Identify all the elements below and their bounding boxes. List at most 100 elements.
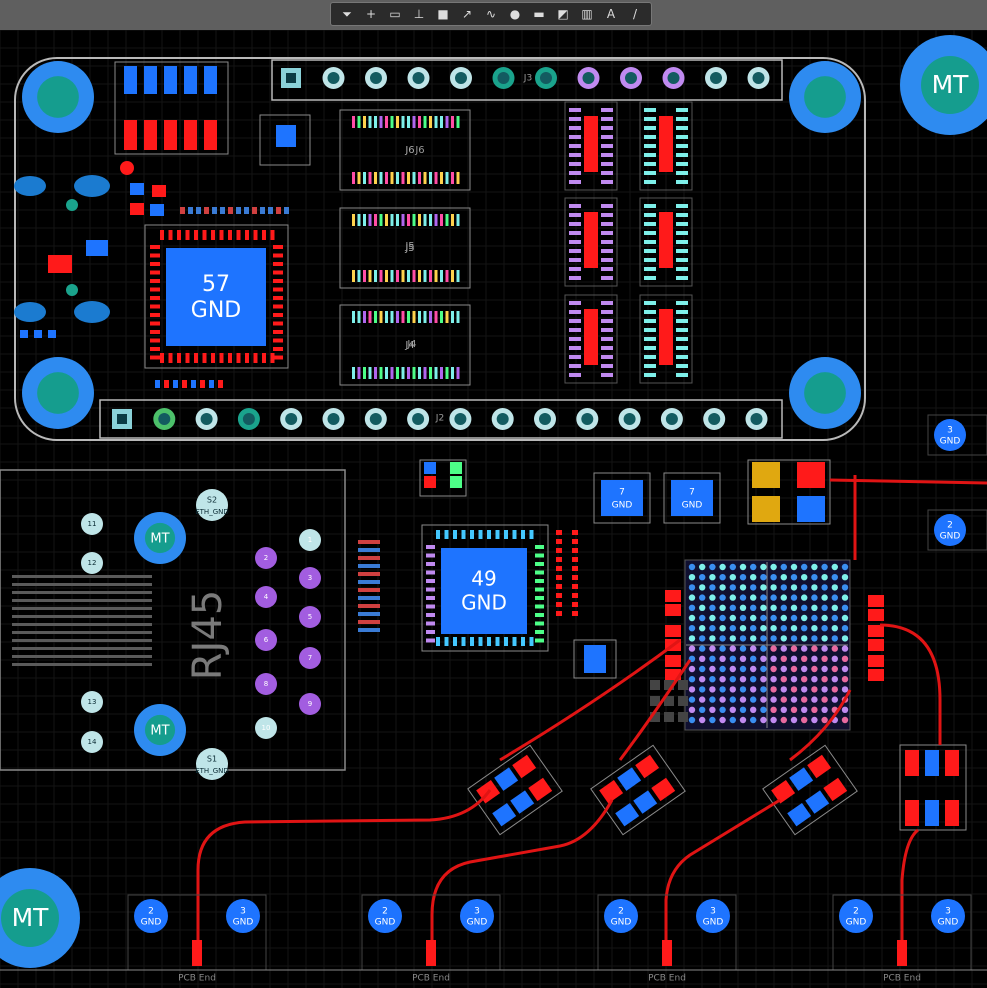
- rj45-pin-pad[interactable]: [299, 606, 321, 628]
- passive-pad[interactable]: [556, 566, 562, 571]
- passive-pad[interactable]: [218, 380, 223, 388]
- chip-u2-pin[interactable]: [535, 621, 544, 626]
- via-pad[interactable]: [678, 680, 688, 690]
- bottom-gnd-pad-b-num[interactable]: 3: [945, 907, 951, 917]
- polygon-icon[interactable]: ▬: [533, 7, 545, 21]
- connector-pin[interactable]: [445, 172, 449, 184]
- connector-pin[interactable]: [451, 367, 454, 379]
- connector-label[interactable]: J6: [404, 145, 414, 156]
- chip-u2-pin[interactable]: [535, 638, 544, 643]
- connector-pin[interactable]: [363, 367, 366, 379]
- usb-shield-pad[interactable]: [74, 301, 110, 323]
- passive-pad[interactable]: [572, 548, 578, 553]
- component-soic[interactable]: [564, 101, 618, 191]
- mt-hole-corner-bl-label[interactable]: MT: [12, 903, 50, 932]
- via[interactable]: [66, 199, 78, 211]
- small-pad[interactable]: [150, 204, 164, 216]
- connector-pin[interactable]: [434, 367, 438, 379]
- rj45-pin-pad-num[interactable]: 2: [264, 554, 268, 562]
- chip-u2-pin[interactable]: [512, 530, 517, 539]
- connector-pin[interactable]: [352, 214, 355, 226]
- bottom-gnd-pad-a-net[interactable]: GND: [611, 918, 632, 928]
- passive-pad[interactable]: [556, 539, 562, 544]
- connector-pin[interactable]: [379, 214, 383, 226]
- chip-u1-net-count[interactable]: 57: [202, 272, 230, 297]
- filter-pad[interactable]: [512, 754, 537, 779]
- bottom-gnd-pad-a-num[interactable]: 2: [618, 907, 624, 917]
- bottom-gnd-pad-b-net[interactable]: GND: [703, 918, 724, 928]
- connector-pin[interactable]: [412, 367, 416, 379]
- chip-u2-pin[interactable]: [461, 637, 466, 646]
- small-pad[interactable]: [152, 185, 166, 197]
- passive-pad[interactable]: [228, 207, 233, 214]
- switch-pad[interactable]: [164, 66, 177, 94]
- chip-u2-pin[interactable]: [535, 604, 544, 609]
- chip-u2-pin[interactable]: [426, 562, 435, 566]
- component-u-small[interactable]: [593, 472, 651, 524]
- chip-u1-pin[interactable]: [168, 230, 173, 240]
- filter-pad[interactable]: [492, 802, 517, 827]
- bottom-connector-pad[interactable]: [426, 940, 436, 966]
- chip-u1-pad[interactable]: [166, 248, 266, 346]
- connector-pin[interactable]: [434, 214, 438, 226]
- chip-u2-net-count[interactable]: 49: [471, 567, 496, 591]
- cross-probe-icon[interactable]: +: [365, 7, 377, 21]
- passive-pad[interactable]: [358, 540, 380, 544]
- chip-u1-pin[interactable]: [273, 279, 283, 283]
- rj45-pin-pad-num[interactable]: 7: [308, 654, 312, 662]
- rj45-led-pad[interactable]: [81, 552, 103, 574]
- rj45-led-pad-num[interactable]: 12: [88, 559, 97, 567]
- passive-pad[interactable]: [236, 207, 241, 214]
- rj45-led-pad-num[interactable]: 13: [88, 698, 97, 706]
- chip-u2-pin[interactable]: [426, 579, 435, 583]
- keepout-icon[interactable]: ◩: [557, 7, 569, 21]
- passive-pad[interactable]: [572, 593, 578, 598]
- passive-pad[interactable]: [868, 625, 884, 637]
- chip-u2-pad[interactable]: [441, 548, 527, 634]
- passive-pad[interactable]: [556, 530, 562, 535]
- connector-pin[interactable]: [429, 172, 432, 184]
- passive-pad[interactable]: [868, 655, 884, 667]
- component-filter-1[interactable]: [467, 744, 563, 836]
- rj45-led-pad[interactable]: [81, 691, 103, 713]
- filter-pad[interactable]: [905, 800, 919, 826]
- passive-pad[interactable]: [572, 566, 578, 571]
- chip-u1-pin[interactable]: [273, 347, 283, 351]
- connector-pin[interactable]: [440, 270, 443, 282]
- connector-pin[interactable]: [429, 270, 432, 282]
- chip-u2-pin[interactable]: [453, 637, 457, 646]
- chip-u2-pin[interactable]: [529, 530, 534, 539]
- side-gnd-pad-net[interactable]: GND: [940, 532, 961, 542]
- passive-pad[interactable]: [556, 611, 562, 616]
- chip-u1-pin[interactable]: [211, 353, 215, 363]
- rj45-mt-bottom-label[interactable]: MT: [150, 724, 169, 739]
- connector-pin[interactable]: [451, 311, 454, 323]
- connector-pin[interactable]: [379, 116, 383, 128]
- component-filter-3[interactable]: [762, 744, 858, 836]
- connector-pin[interactable]: [407, 367, 410, 379]
- bottom-gnd-pad-a[interactable]: [604, 899, 638, 933]
- passive-pad[interactable]: [868, 639, 884, 651]
- connector-pin[interactable]: [363, 214, 366, 226]
- chip-u1-pin[interactable]: [262, 230, 266, 240]
- chip-u1-pin[interactable]: [273, 313, 283, 317]
- connector-pin[interactable]: [357, 214, 361, 226]
- chip-u2-pin[interactable]: [470, 530, 474, 539]
- chip-u2-pin[interactable]: [535, 596, 544, 600]
- switch-pad[interactable]: [184, 66, 197, 94]
- passive-pad[interactable]: [268, 207, 273, 214]
- chip-u1-pin[interactable]: [150, 313, 160, 317]
- bottom-connector-label[interactable]: PCB End: [648, 974, 686, 984]
- connector-pin[interactable]: [385, 214, 388, 226]
- filter-pad[interactable]: [945, 800, 959, 826]
- rj45-pin-pad[interactable]: [299, 529, 321, 551]
- connector-pin[interactable]: [445, 116, 449, 128]
- connector-pin[interactable]: [390, 214, 394, 226]
- via-pad[interactable]: [664, 680, 674, 690]
- connector-pin[interactable]: [368, 311, 372, 323]
- pcb-board[interactable]: MTMT57GNDJ6J5J4J6J5J4J2J3RJ45MTMT1112131…: [0, 30, 987, 988]
- chip-u2-pin[interactable]: [487, 530, 491, 539]
- connector-pin[interactable]: [407, 172, 410, 184]
- small-gnd-pad-net[interactable]: GND: [682, 501, 703, 511]
- mt-hole-tl-drill[interactable]: [37, 76, 79, 118]
